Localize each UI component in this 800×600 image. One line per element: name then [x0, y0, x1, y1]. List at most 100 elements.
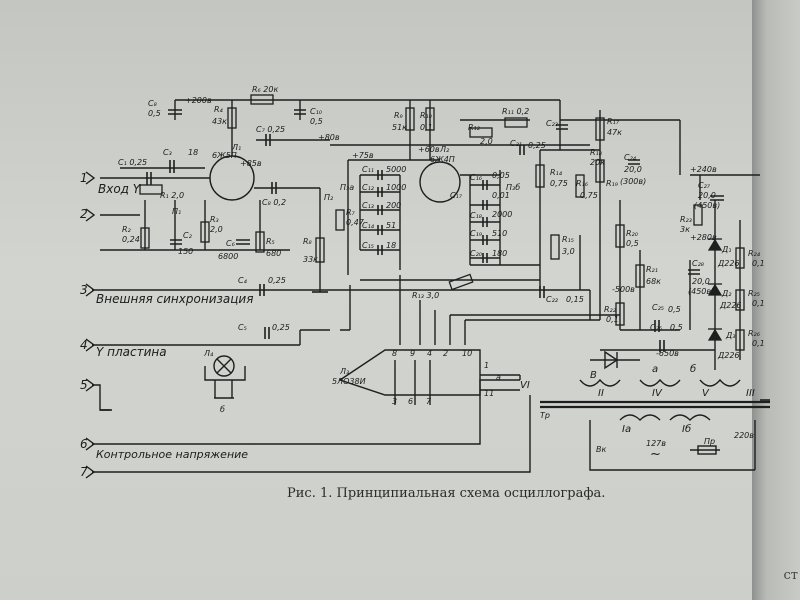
- label-pin8: 8: [392, 349, 397, 358]
- label-c26-value: 0,5: [670, 323, 683, 332]
- label-c18-value: 2000: [492, 210, 512, 219]
- label-pin6: 6: [408, 397, 413, 406]
- component-labels: С₈ 0,5 +200в R₆ 20к R₄ 43к С₁₀ 0,5 Л₁ 6Ж…: [118, 85, 765, 462]
- label-r17: R₁₇: [607, 117, 620, 126]
- label-r10-value: 0,1: [420, 123, 433, 132]
- label-minus500: -500в: [612, 285, 635, 294]
- label-c19: С₁₉: [470, 229, 483, 238]
- label-p3a: П₃а: [340, 183, 354, 192]
- label-r15-value: 3,0: [562, 247, 575, 256]
- label-transformer: Тр: [540, 411, 550, 420]
- adjacent-page-edge: ст: [752, 0, 800, 600]
- label-l2: Л₂: [439, 145, 450, 154]
- label-r21: R₂₁: [646, 265, 658, 274]
- diode-symbols: [707, 238, 723, 341]
- label-mains-sine: ~: [650, 447, 661, 462]
- label-r16-value: 0,75: [580, 191, 598, 200]
- label-c13: С₁₃: [362, 201, 374, 210]
- label-plus75: +75в: [352, 151, 374, 160]
- label-r4-value: 43к: [212, 117, 227, 126]
- label-fuse-pr: Пр: [704, 437, 715, 446]
- label-switch-vk: Вк: [596, 445, 606, 454]
- label-c12: С₁₂: [362, 183, 375, 192]
- label-c3: С₃: [163, 148, 172, 157]
- label-winding-4: IV: [652, 388, 663, 399]
- input-4-number: 4: [80, 338, 88, 352]
- label-d2: Д₂: [721, 289, 732, 298]
- input-4-label: Y пластина: [96, 345, 167, 359]
- label-c8b: С₈ 0,2: [262, 198, 286, 207]
- input-1-number: 1: [80, 171, 88, 185]
- resistor-symbols: [139, 94, 745, 351]
- label-c27: С₂₇: [698, 181, 711, 190]
- label-r13: R₁₃ 3,0: [412, 291, 439, 300]
- label-winding-b: б: [690, 363, 696, 375]
- label-r21-value: 68к: [646, 277, 661, 286]
- label-c27-voltage: (450в): [694, 201, 720, 210]
- label-r26-value: 0,1: [752, 339, 765, 348]
- label-c18: С₁₈: [470, 211, 483, 220]
- label-c4-value: 0,25: [268, 276, 286, 285]
- label-p2: П₂: [324, 193, 334, 202]
- label-c11-value: 5000: [386, 165, 406, 174]
- label-l3-type: 5ЛО38И: [332, 377, 366, 386]
- label-r8-value: 33к: [303, 255, 318, 264]
- label-r15: R₁₅: [562, 235, 574, 244]
- label-c28-voltage: (450в): [688, 287, 714, 296]
- label-c25-value: 0,5: [668, 305, 681, 314]
- label-winding-1a: Iа: [622, 424, 631, 435]
- label-c2-value: 150: [178, 247, 193, 256]
- label-r24: R₂₄: [748, 249, 761, 258]
- label-d3-type: Д226: [717, 351, 740, 360]
- label-c26: С₂₆: [650, 323, 663, 332]
- label-r3-value: 2,0: [210, 225, 223, 234]
- label-pin2: 2: [443, 349, 448, 358]
- label-c17: С₁₇: [450, 191, 463, 200]
- label-r25-value: 0,1: [752, 299, 765, 308]
- label-r4: R₄: [214, 105, 224, 114]
- label-pin9: 9: [410, 349, 415, 358]
- label-winding-1b: Iб: [682, 423, 691, 435]
- label-220v: 220в: [734, 431, 754, 440]
- label-l2-type: 6Ж4П: [430, 155, 455, 164]
- label-r11: R₁₁ 0,2: [502, 107, 529, 116]
- label-c24: С₂₄: [624, 153, 637, 162]
- label-pin3: 3: [392, 397, 397, 406]
- label-d3: Д₃: [725, 331, 735, 340]
- label-r20-value: 0,5: [626, 239, 639, 248]
- label-r2-value: 0,24: [122, 235, 140, 244]
- label-r23: R₂₃: [680, 215, 692, 224]
- label-c22: С₂₂: [546, 295, 559, 304]
- label-r9-value: 51к: [392, 123, 407, 132]
- label-r10: R₁₀: [420, 111, 433, 120]
- label-pin1: 1: [484, 361, 489, 370]
- label-lamp-b: б: [220, 405, 225, 414]
- label-d2-type: Д226: [719, 301, 742, 310]
- label-r25: R₂₅: [748, 289, 760, 298]
- label-r14-value: 0,75: [550, 179, 568, 188]
- label-pin11: 11: [484, 389, 494, 398]
- label-c19-value: 510: [492, 229, 507, 238]
- input-1-label: Вход Y: [98, 182, 142, 196]
- figure-caption: Рис. 1. Принципиальная схема осциллограф…: [287, 486, 605, 501]
- label-c8-value: 0,5: [148, 109, 161, 118]
- label-c17-value: 0,01: [492, 191, 510, 200]
- label-c14: С₁₄: [362, 221, 375, 230]
- label-c21: С₂₁: [510, 139, 522, 148]
- label-c16: С₁₆: [470, 173, 483, 182]
- label-c27-value: 20,0: [698, 191, 716, 200]
- label-r7: R₇: [346, 208, 356, 217]
- input-7-number: 7: [80, 465, 88, 479]
- label-c13-value: 200: [386, 201, 401, 210]
- label-r20: R₂₀: [626, 229, 639, 238]
- input-3-number: 3: [80, 283, 88, 297]
- label-pin10: 10: [462, 349, 472, 358]
- label-c7: С₇ 0,25: [256, 125, 285, 134]
- label-c20-value: 180: [492, 249, 507, 258]
- label-c6: С₆: [226, 239, 236, 248]
- input-6-label: Контрольное напряжение: [96, 448, 248, 461]
- label-c22-value: 0,15: [566, 295, 584, 304]
- label-l1-type: 6Ж5П: [212, 151, 237, 160]
- label-winding-2: II: [598, 388, 604, 399]
